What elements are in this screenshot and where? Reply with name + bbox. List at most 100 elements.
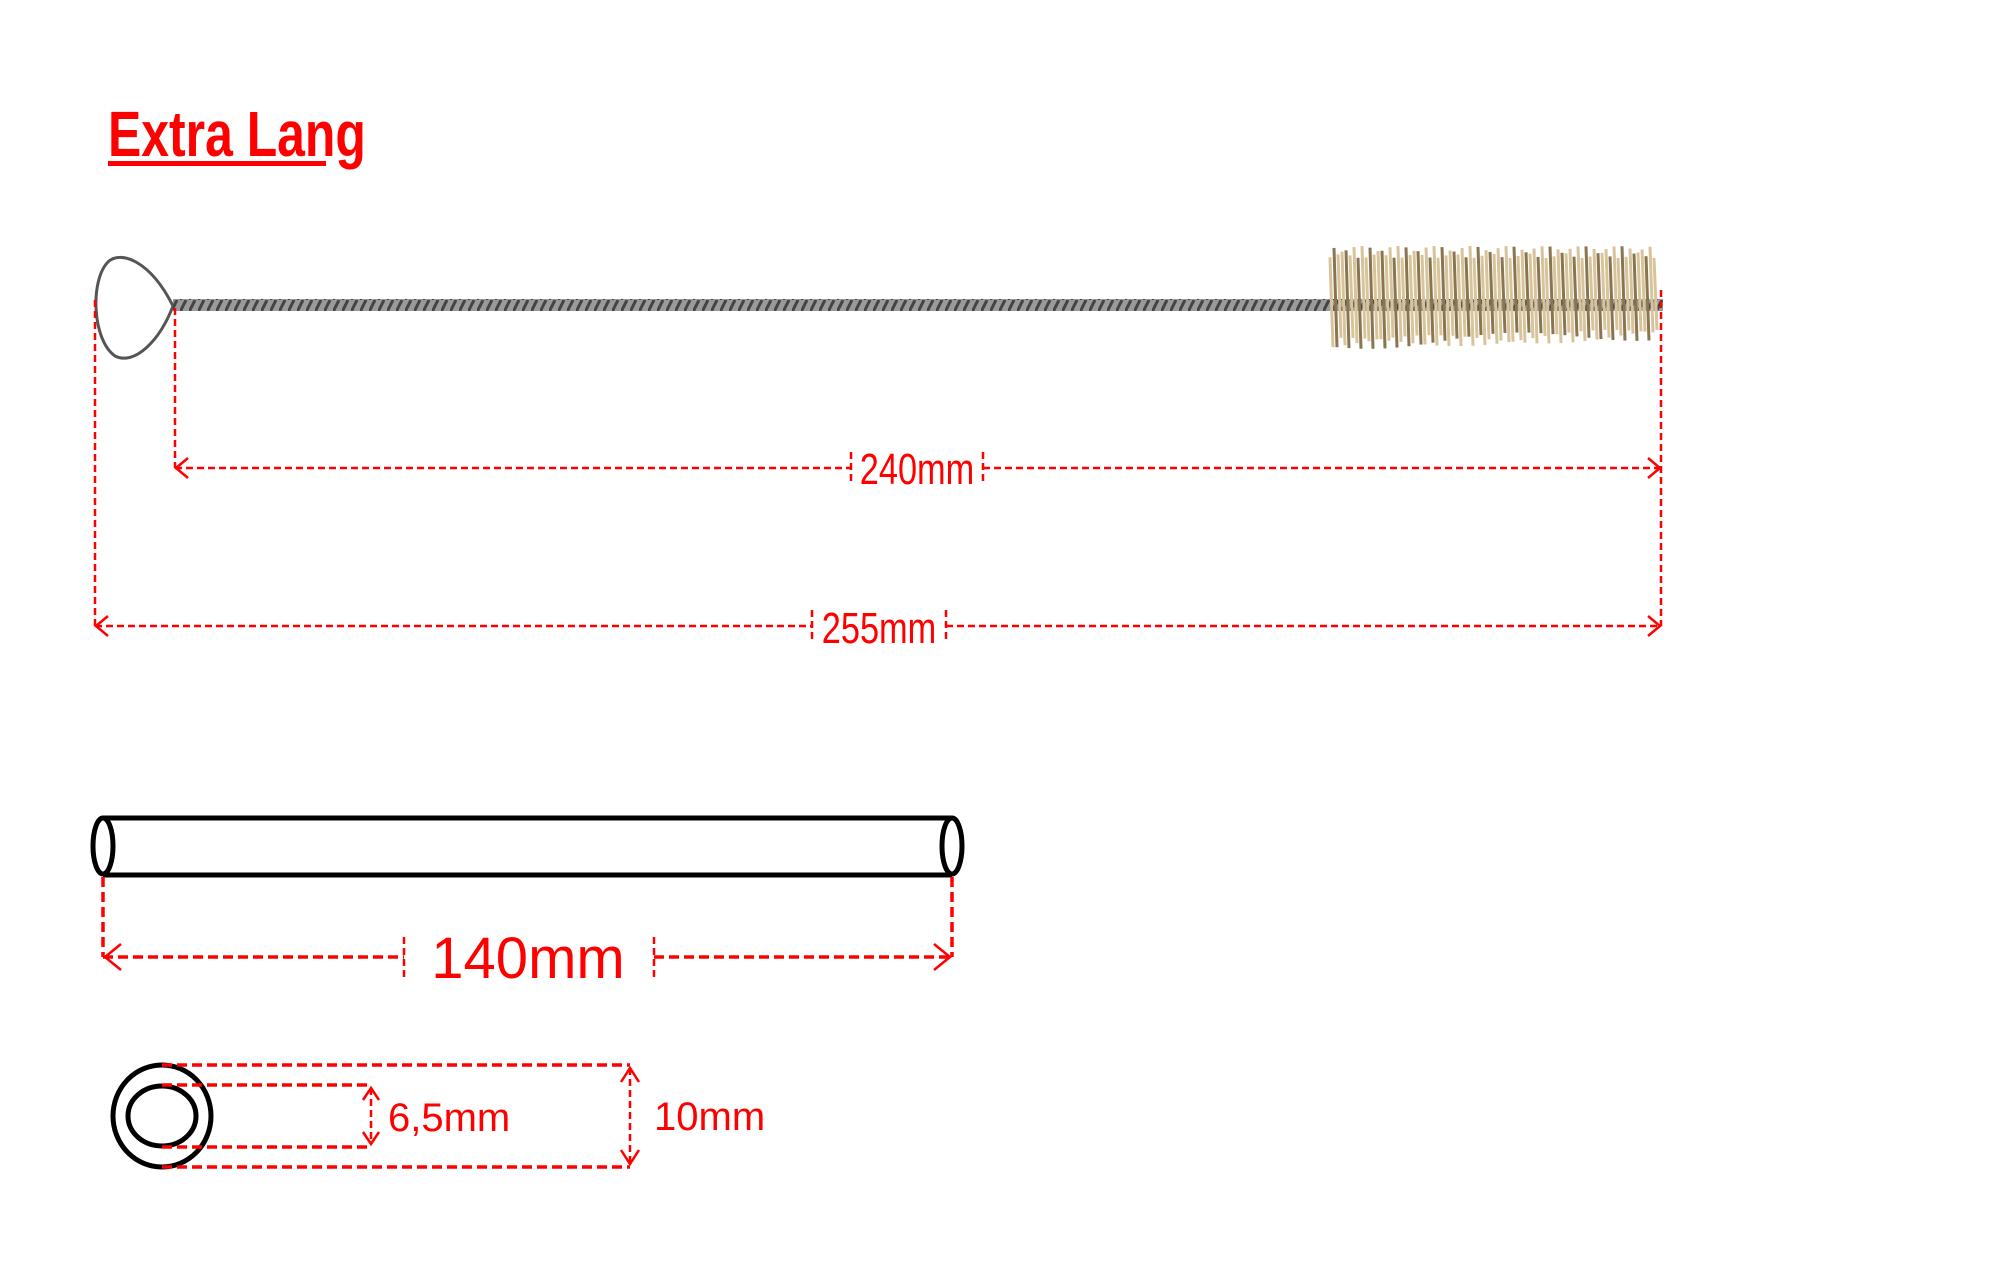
svg-text:255mm: 255mm bbox=[822, 604, 936, 653]
bristle bbox=[1492, 254, 1499, 344]
bristle bbox=[1424, 247, 1431, 336]
svg-text:140mm: 140mm bbox=[431, 926, 624, 991]
bristle bbox=[1524, 252, 1531, 333]
bristle bbox=[1400, 257, 1407, 337]
bristle bbox=[1384, 255, 1391, 341]
bristle bbox=[1580, 257, 1587, 342]
dimension-outer-diameter: 10mm bbox=[162, 1063, 765, 1169]
bristle bbox=[1604, 249, 1611, 338]
dimension-inner-diameter: 6,5mm bbox=[162, 1083, 510, 1149]
bristle bbox=[1480, 255, 1487, 345]
bristle bbox=[1544, 257, 1551, 344]
bristle bbox=[1600, 252, 1607, 330]
bristle bbox=[1488, 251, 1495, 334]
bristle bbox=[1620, 246, 1627, 341]
bristle bbox=[1532, 248, 1539, 344]
bristle bbox=[1484, 249, 1491, 340]
bristle bbox=[1572, 256, 1579, 337]
bristle bbox=[1632, 253, 1639, 341]
bristle bbox=[1428, 257, 1435, 343]
bristle bbox=[1444, 255, 1451, 347]
bristle bbox=[1332, 247, 1339, 348]
dimension-140mm: 140mm bbox=[101, 877, 954, 991]
bristle bbox=[1420, 254, 1427, 345]
bristle bbox=[1352, 247, 1359, 344]
bristle bbox=[1500, 257, 1507, 333]
tube-illustration bbox=[90, 815, 965, 878]
bristle bbox=[1380, 250, 1387, 349]
bristle bbox=[1496, 248, 1503, 341]
bristle bbox=[1448, 250, 1455, 336]
bristle bbox=[1508, 257, 1515, 342]
bristle bbox=[1584, 246, 1591, 338]
bristle bbox=[1512, 246, 1519, 333]
bristle bbox=[1472, 257, 1479, 338]
bristle bbox=[1340, 251, 1347, 346]
bristle bbox=[1528, 253, 1535, 339]
bristle bbox=[1628, 248, 1635, 334]
bristle bbox=[1504, 246, 1511, 343]
bristle bbox=[1624, 256, 1631, 331]
svg-text:240mm: 240mm bbox=[860, 445, 974, 494]
dimension-240mm: 240mm bbox=[173, 290, 1663, 626]
bristle bbox=[1636, 252, 1643, 332]
bristle bbox=[1564, 253, 1571, 333]
bristle bbox=[1588, 256, 1595, 331]
bristle bbox=[1552, 256, 1559, 335]
bristle bbox=[1592, 248, 1599, 340]
bristle bbox=[1648, 246, 1655, 333]
bristle bbox=[1548, 246, 1555, 335]
bristle bbox=[1356, 257, 1363, 349]
brush-wire bbox=[173, 299, 1663, 311]
bristle bbox=[1640, 249, 1647, 332]
bristle bbox=[1412, 250, 1419, 336]
bristle bbox=[1556, 249, 1563, 344]
bristle bbox=[1376, 251, 1383, 340]
bristle bbox=[1372, 254, 1379, 340]
bristle bbox=[1328, 257, 1335, 348]
bristle bbox=[1520, 249, 1527, 343]
bristle bbox=[1360, 245, 1367, 339]
bristle bbox=[1344, 250, 1351, 349]
svg-text:10mm: 10mm bbox=[654, 1095, 765, 1139]
bristle bbox=[1476, 246, 1483, 336]
bristle bbox=[1576, 246, 1583, 332]
bristle bbox=[1416, 251, 1423, 345]
bristle bbox=[1364, 257, 1371, 342]
bristle bbox=[1408, 255, 1415, 344]
bristle bbox=[1652, 257, 1659, 330]
bristle bbox=[1644, 256, 1651, 341]
bristle bbox=[1396, 245, 1403, 343]
tube-cross-section bbox=[110, 1062, 214, 1170]
bristle bbox=[1596, 253, 1603, 340]
bristle bbox=[1540, 246, 1547, 337]
bristle bbox=[1452, 251, 1459, 339]
bristle bbox=[1612, 246, 1619, 330]
bristle bbox=[1568, 248, 1575, 343]
bristle bbox=[1516, 255, 1523, 341]
bristle bbox=[1456, 254, 1463, 347]
svg-text:Extra Lang: Extra Lang bbox=[108, 99, 366, 170]
bristle bbox=[1460, 247, 1467, 337]
svg-text:6,5mm: 6,5mm bbox=[388, 1096, 510, 1140]
bristle bbox=[1348, 255, 1355, 339]
bristle bbox=[1436, 257, 1443, 336]
bristle bbox=[1392, 257, 1399, 348]
bristle bbox=[1404, 247, 1411, 347]
bristle bbox=[1536, 256, 1543, 334]
bristle bbox=[1616, 257, 1623, 336]
brush-bristles bbox=[1328, 245, 1659, 349]
bristle bbox=[1560, 252, 1567, 336]
bristle bbox=[1468, 246, 1475, 346]
bristle bbox=[1388, 247, 1395, 338]
brush-illustration bbox=[94, 245, 1663, 360]
title: Extra Lang bbox=[108, 99, 366, 170]
bristle bbox=[1464, 257, 1471, 337]
bristle bbox=[1608, 256, 1615, 341]
dimension-255mm: 255mm bbox=[93, 300, 1662, 653]
bristle bbox=[1336, 254, 1343, 338]
bristle bbox=[1368, 247, 1375, 349]
bristle bbox=[1432, 245, 1439, 346]
brush-loop bbox=[94, 255, 175, 360]
